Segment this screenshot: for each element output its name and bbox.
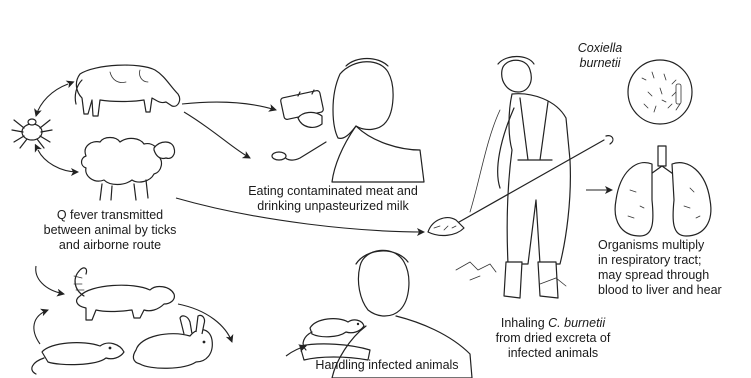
organisms-line-4: blood to liver and hear (598, 283, 751, 298)
handling-caption: Handling infected animals (302, 358, 472, 373)
organism-species: burnetii (560, 56, 640, 71)
q-fever-caption: Q fever transmitted between animal by ti… (30, 208, 190, 253)
organisms-line-2: in respiratory tract; (598, 253, 751, 268)
farmer-shoveling-icon (428, 57, 613, 299)
eating-caption: Eating contaminated meat and drinking un… (218, 184, 448, 214)
inhaling-organism: C. burnetii (548, 316, 605, 330)
eating-line-1: Eating contaminated meat and (218, 184, 448, 199)
inhaling-line-2: from dried excreta of (478, 331, 628, 346)
qfever-line-2: between animal by ticks (30, 223, 190, 238)
cat-icon (74, 268, 174, 320)
inhaling-line-1: Inhaling C. burnetii (478, 316, 628, 331)
cow-icon (75, 65, 179, 116)
organism-name-label: Coxiella burnetii (560, 41, 640, 71)
organisms-line-3: may spread through (598, 268, 751, 283)
organism-genus: Coxiella (560, 41, 640, 56)
rabbit-icon (133, 315, 212, 368)
organisms-caption: Organisms multiply in respiratory tract;… (598, 238, 751, 298)
drinking-man-icon (272, 59, 424, 183)
organisms-line-1: Organisms multiply (598, 238, 751, 253)
sheep-icon (82, 138, 175, 201)
inhaling-prefix: Inhaling (501, 316, 548, 330)
inhaling-caption: Inhaling C. burnetii from dried excreta … (478, 316, 628, 361)
lungs-icon (615, 146, 711, 236)
qfever-line-1: Q fever transmitted (30, 208, 190, 223)
inhaling-line-3: infected animals (478, 346, 628, 361)
eating-line-2: drinking unpasteurized milk (218, 199, 448, 214)
qfever-line-3: and airborne route (30, 238, 190, 253)
handling-line: Handling infected animals (302, 358, 472, 373)
rat-icon (32, 343, 124, 374)
tick-icon (12, 119, 52, 148)
